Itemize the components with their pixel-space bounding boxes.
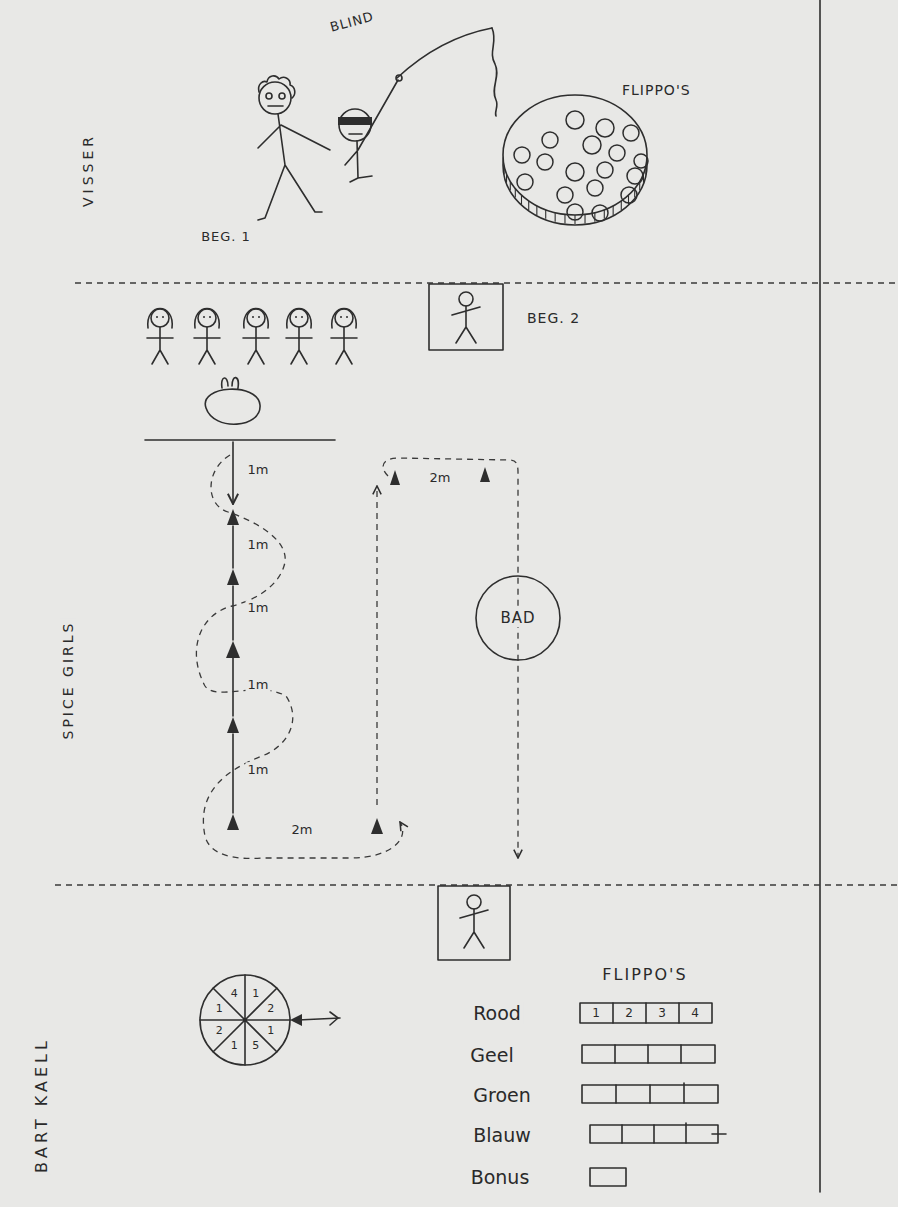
node-label: BEG. 2 (525, 310, 582, 327)
wheel-pointer (290, 1012, 340, 1026)
bucket-outline (503, 95, 647, 215)
distance-label: 1m (246, 600, 271, 616)
child-figure (147, 309, 173, 365)
role-label: BLIND (326, 8, 377, 36)
row-label: Blauw (471, 1124, 533, 1147)
supervisor-figure (258, 76, 330, 220)
wheel-number: 1 (265, 1024, 276, 1037)
prize-wheel (200, 975, 290, 1065)
fishing-line (492, 28, 497, 116)
cone (226, 467, 490, 834)
distance-label: 2m (290, 822, 315, 838)
supervisor-box: BEG. 2 (428, 283, 588, 351)
blindfolded-fisher (338, 28, 497, 182)
fishing-rod (397, 28, 492, 78)
row-label: Rood (471, 1002, 523, 1025)
node-outline (495, 78, 730, 238)
child-figure (243, 309, 269, 365)
flippo-disc (514, 111, 648, 221)
row-label: Groen (471, 1084, 532, 1107)
child-figure (194, 309, 220, 365)
station-name: BART KAELL (32, 1035, 51, 1175)
station-name: SPICE GIRLS (60, 619, 77, 742)
distance-label: 1m (246, 677, 271, 693)
flippo-bucket: FLIPPO'S (495, 78, 730, 238)
cell-number: 3 (656, 1006, 668, 1020)
wheel-number: 5 (250, 1039, 261, 1052)
row-label: Geel (468, 1044, 515, 1067)
cell-number: 1 (590, 1006, 602, 1020)
dimension-line (232, 442, 234, 504)
child-figure (331, 309, 357, 365)
route-line (376, 486, 377, 805)
table-heading: FLIPPO'S (600, 965, 689, 984)
supervisor-figure (460, 895, 488, 948)
distance-label: 1m (246, 762, 271, 778)
wheel-number: 2 (265, 1003, 276, 1016)
start-bucket (205, 378, 260, 425)
role-label: BEG. 1 (199, 229, 253, 245)
score-grid (580, 1003, 726, 1186)
wheel-number: 1 (250, 988, 261, 1001)
supervisor-figure (452, 292, 480, 343)
circle-outline (476, 576, 560, 660)
box-outline (429, 284, 503, 350)
distance-label: 1m (246, 462, 271, 478)
wheel-number: 1 (214, 1003, 225, 1016)
wheel-number: 4 (229, 988, 240, 1001)
cell-number: 4 (689, 1006, 701, 1020)
route-line (196, 455, 402, 858)
supervisor-box (438, 886, 510, 960)
station-name: VISSER (80, 131, 97, 209)
route-line (383, 458, 518, 858)
child-figure (286, 309, 312, 365)
border-line (819, 0, 821, 1192)
distance-label: 2m (428, 470, 453, 486)
start-line (145, 439, 335, 441)
node-label: BAD (498, 609, 537, 627)
cell-number: 2 (623, 1006, 635, 1020)
wheel-number: 1 (229, 1039, 240, 1052)
bath-circle: BAD (475, 575, 561, 661)
distance-label: 1m (246, 537, 271, 553)
wheel-number: 2 (214, 1024, 225, 1037)
node-label: FLIPPO'S (620, 82, 693, 99)
row-label: Bonus (469, 1166, 532, 1189)
